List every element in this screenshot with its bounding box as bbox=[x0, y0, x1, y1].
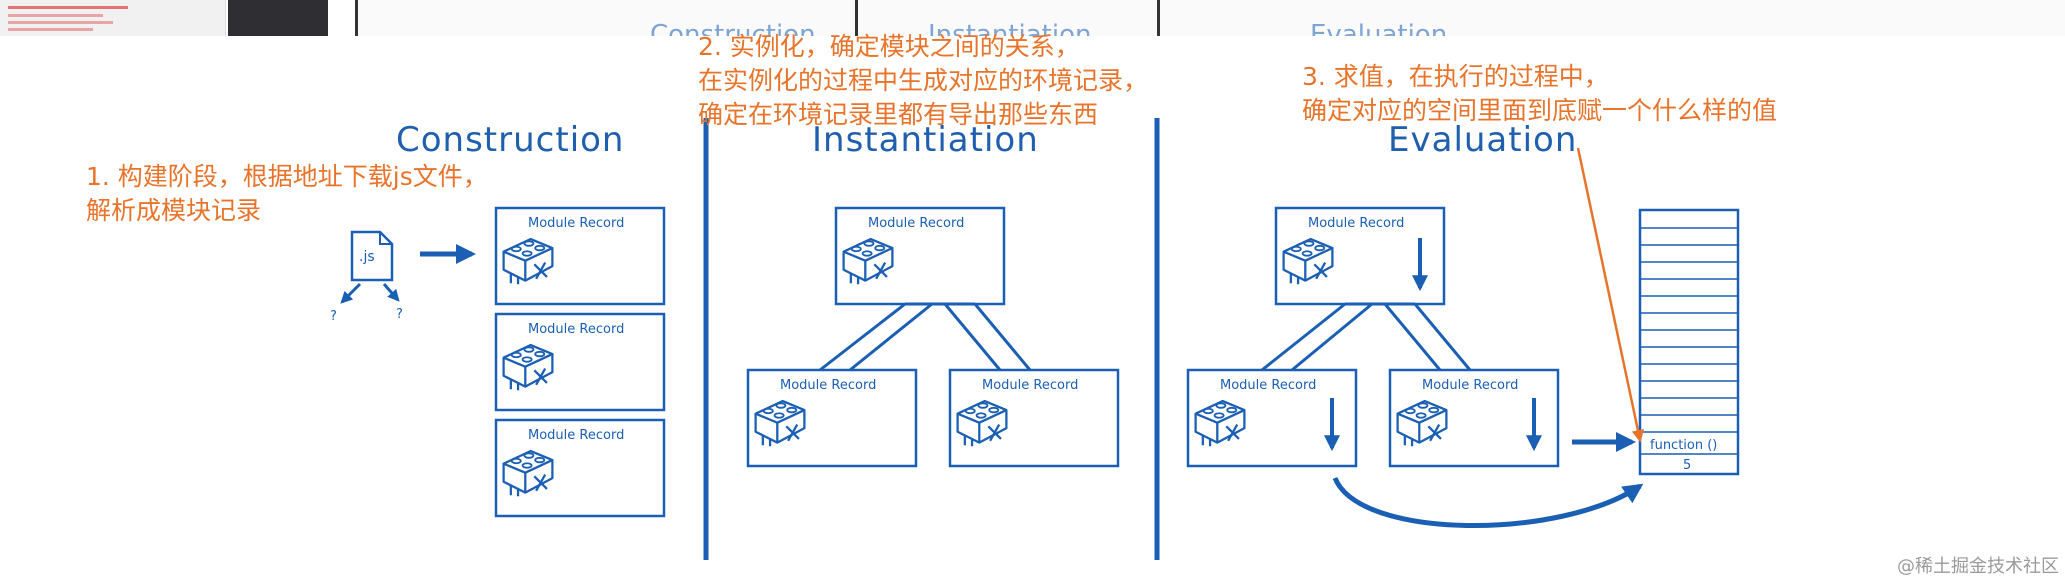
dark-thumbnail bbox=[228, 0, 328, 36]
unknown-mark: ? bbox=[396, 307, 403, 322]
phase-title-construction: Construction bbox=[396, 120, 625, 160]
module-record-card: Module Record bbox=[746, 368, 918, 468]
module-record-card: Module Record bbox=[494, 418, 666, 518]
note-evaluation: 3. 求值，在执行的过程中， 确定对应的空间里面到底赋一个什么样的值 bbox=[1302, 62, 1778, 125]
annotation-arrow bbox=[1576, 147, 1645, 443]
dependency-link bbox=[819, 302, 1032, 372]
svg-text:Module Record: Module Record bbox=[868, 216, 964, 231]
strip-label-construction: Construction bbox=[650, 20, 816, 36]
module-record-card: Module Record bbox=[834, 206, 1006, 306]
svg-text:Module Record: Module Record bbox=[1220, 378, 1316, 393]
previous-slide-strip: Construction Instantiation Evaluation bbox=[0, 0, 2065, 36]
thumbnail-panel bbox=[0, 0, 226, 36]
note-instantiation: 2. 实例化，确定模块之间的关系， 在实例化的过程中生成对应的环境记录， 确定在… bbox=[698, 32, 1149, 129]
module-record-card: Module Record bbox=[1186, 368, 1358, 468]
note-construction: 1. 构建阶段，根据地址下载js文件， 解析成模块记录 bbox=[86, 162, 488, 225]
module-record-card: Module Record bbox=[948, 368, 1120, 468]
module-record-card: Module Record bbox=[494, 206, 666, 306]
svg-text:Module Record: Module Record bbox=[982, 378, 1078, 393]
module-record-card: Module Record bbox=[1274, 206, 1446, 306]
memory-stack: function () 5 bbox=[1638, 208, 1740, 476]
slide-frame-top bbox=[355, 0, 2065, 36]
unknown-arrow bbox=[340, 282, 362, 304]
strip-label-instantiation: Instantiation bbox=[928, 20, 1092, 36]
module-record-card: Module Record bbox=[494, 312, 666, 412]
return-arrow bbox=[1332, 476, 1644, 528]
memory-function-cell: function () bbox=[1650, 438, 1717, 453]
watermark: @稀土掘金技术社区 bbox=[1897, 556, 2059, 577]
svg-text:Module Record: Module Record bbox=[1422, 378, 1518, 393]
svg-text:Module Record: Module Record bbox=[780, 378, 876, 393]
module-record-card: Module Record bbox=[1388, 368, 1560, 468]
dependency-link bbox=[1261, 302, 1472, 372]
js-file-icon: .js bbox=[350, 230, 394, 282]
strip-divider bbox=[855, 0, 858, 36]
memory-value-cell: 5 bbox=[1683, 458, 1691, 473]
unknown-arrow bbox=[382, 283, 400, 302]
svg-text:Module Record: Module Record bbox=[528, 428, 624, 443]
phase-title-evaluation: Evaluation bbox=[1388, 120, 1578, 160]
unknown-mark: ? bbox=[330, 309, 337, 324]
file-label: .js bbox=[359, 249, 375, 265]
strip-label-evaluation: Evaluation bbox=[1310, 20, 1448, 36]
svg-text:Module Record: Module Record bbox=[528, 322, 624, 337]
svg-text:Module Record: Module Record bbox=[528, 216, 624, 231]
svg-text:Module Record: Module Record bbox=[1308, 216, 1404, 231]
phase-title-instantiation: Instantiation bbox=[812, 120, 1039, 160]
strip-divider bbox=[1157, 0, 1160, 36]
